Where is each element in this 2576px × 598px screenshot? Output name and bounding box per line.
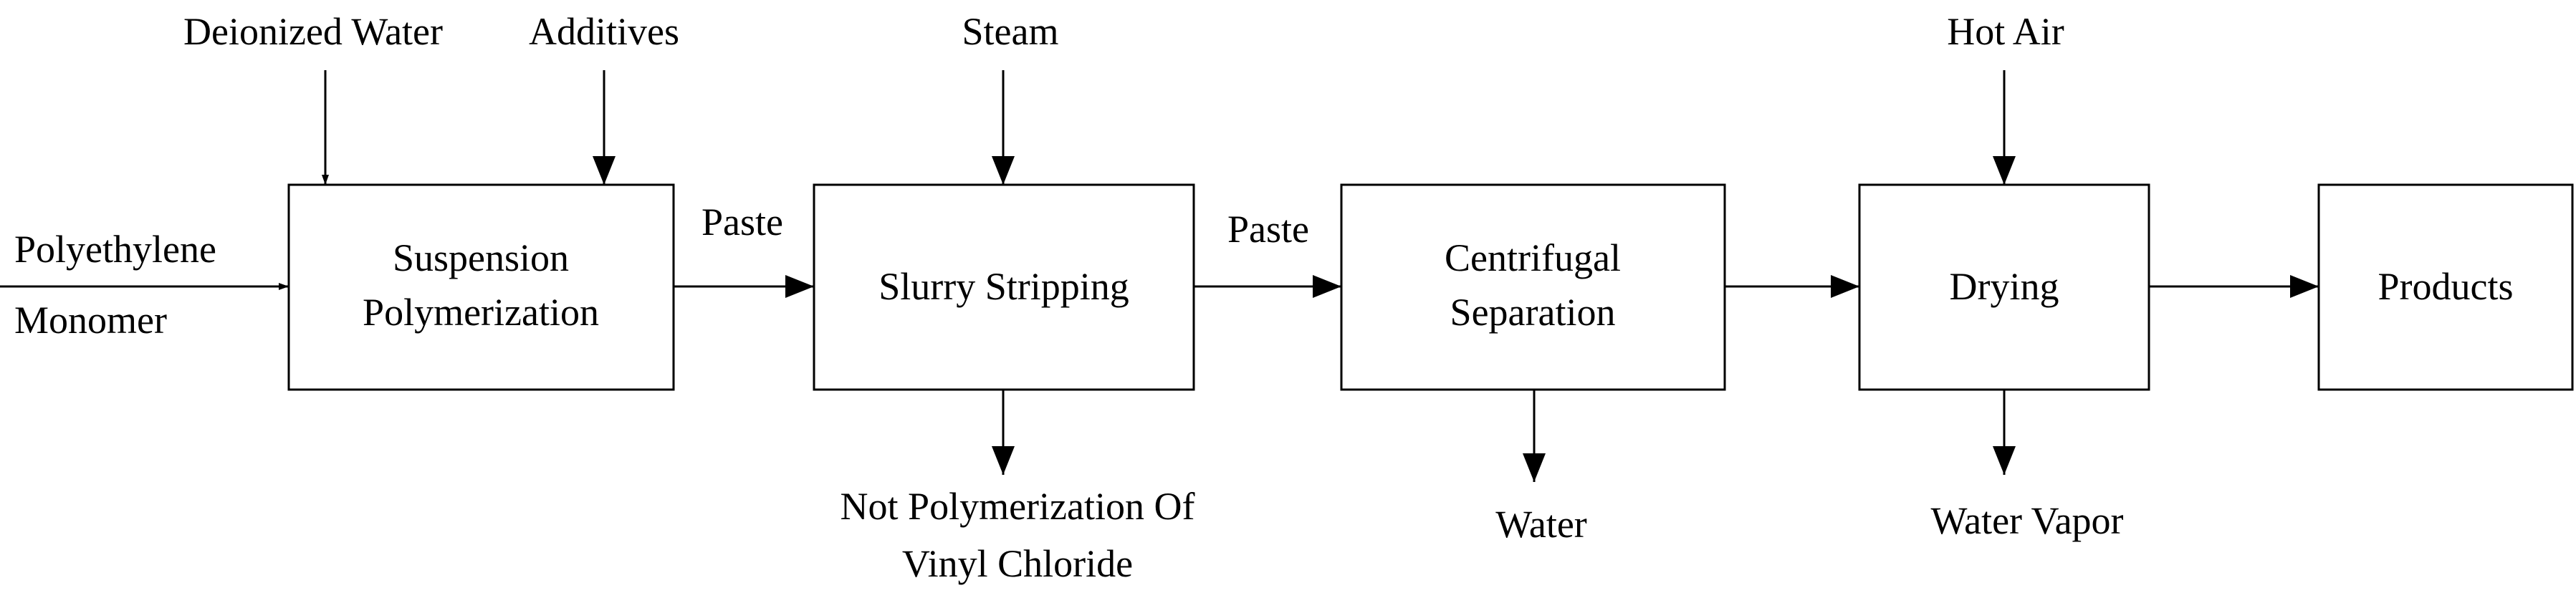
products-box <box>2317 183 2574 391</box>
drying-box <box>1858 183 2150 391</box>
centrifugal-label: Centrifugal <box>1445 236 1621 279</box>
products-label: Products <box>2378 265 2514 308</box>
polymerization-label: Polymerization <box>363 291 599 334</box>
steam-label: Steam <box>962 10 1059 53</box>
unpolymerized-label-line2: Vinyl Chloride <box>902 542 1133 585</box>
suspension-polymerization-box <box>287 183 675 391</box>
water-label: Water <box>1495 503 1587 546</box>
deionized-water-label: Deionized Water <box>183 10 443 53</box>
centrifugal-separation-box <box>1340 183 1726 391</box>
unpolymerized-label-line1: Not Polymerization Of <box>841 485 1195 528</box>
suspension-label: Suspension <box>393 236 569 279</box>
slurry-stripping-label: Slurry Stripping <box>878 265 1129 308</box>
additives-label: Additives <box>529 10 679 53</box>
slurry-stripping-box <box>813 183 1195 391</box>
hot-air-label: Hot Air <box>1947 10 2064 53</box>
water-vapor-label: Water Vapor <box>1930 499 2123 542</box>
paste-label-1: Paste <box>702 201 783 243</box>
paste-label-2: Paste <box>1227 208 1309 251</box>
drying-label: Drying <box>1950 265 2059 308</box>
polyethylene-label: Polyethylene <box>14 228 216 271</box>
separation-label: Separation <box>1450 291 1616 334</box>
monomer-label: Monomer <box>14 299 167 342</box>
